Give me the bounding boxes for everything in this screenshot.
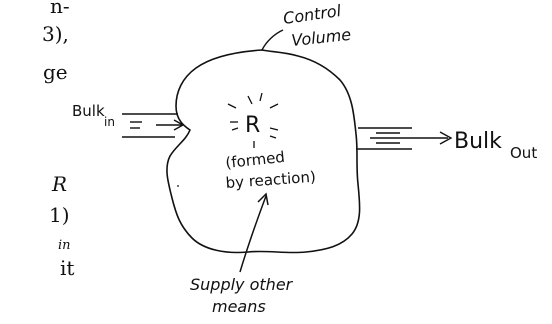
species-label: R — [245, 113, 260, 138]
control-volume-label-line2: Volume — [290, 25, 352, 50]
stray-dot — [177, 185, 179, 187]
control-volume-label-line1: Control — [282, 1, 343, 28]
bulk-in-flow-lines — [122, 114, 183, 137]
bulk-in-subscript: in — [104, 115, 115, 129]
bulk-out-label: Bulk — [454, 129, 502, 154]
formed-label-line2: by reaction) — [225, 168, 316, 192]
bulk-out-flow-lines — [356, 128, 451, 149]
control-volume-pointer — [262, 30, 283, 50]
supply-label-line2: means — [212, 297, 266, 316]
supply-arrow — [240, 194, 268, 272]
formed-label-line1: (formed — [225, 148, 286, 172]
supply-label-line1: Supply other — [190, 275, 294, 294]
bulk-out-subscript: Out — [510, 144, 537, 162]
bulk-in-label: Bulk — [72, 102, 105, 120]
